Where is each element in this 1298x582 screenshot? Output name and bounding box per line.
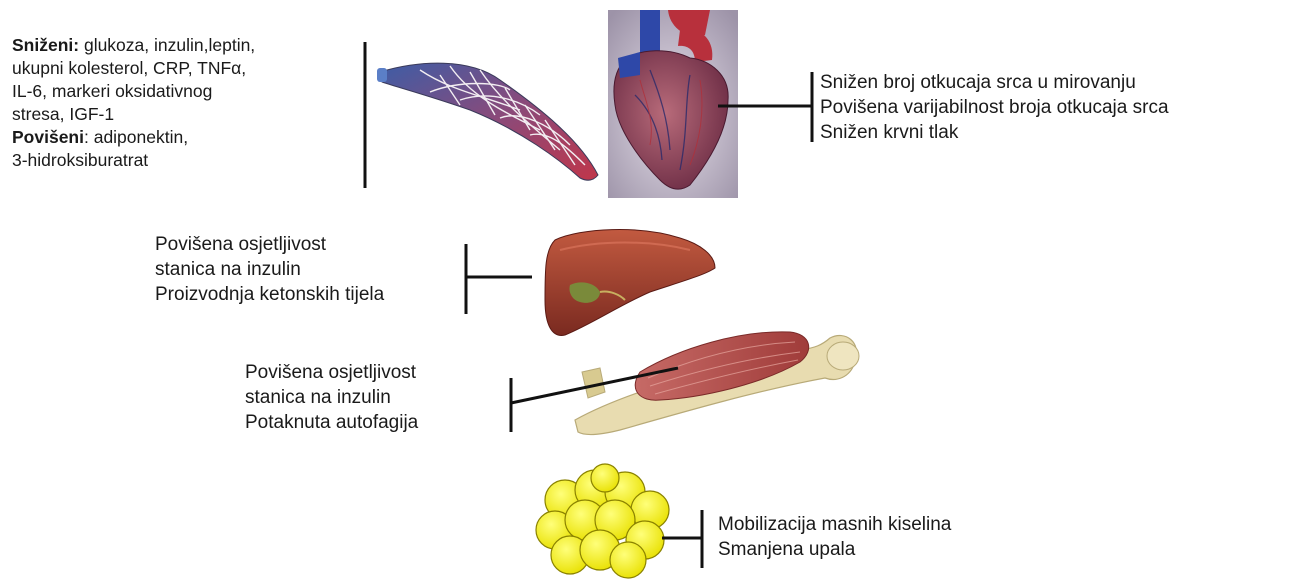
heart-effects-text: Snižen broj otkucaja srca u mirovanju Po… [820,70,1169,145]
heart-icon [608,10,738,198]
liver-effect-item: Povišena osjetljivost [155,232,384,257]
fat-effect-item: Smanjena upala [718,537,951,562]
liver-icon [545,230,715,336]
blood-vessel-network-icon [377,63,598,180]
decreased-label: Sniženi: [12,35,79,55]
muscle-effect-item: Potaknuta autofagija [245,410,418,435]
fat-effects-text: Mobilizacija masnih kiselina Smanjena up… [718,512,951,562]
increased-line-1: : adiponektin, [84,127,188,147]
muscle-effects-text: Povišena osjetljivost stanica na inzulin… [245,360,418,435]
fat-cells-icon [536,464,669,578]
decreased-line-1: glukoza, inzulin,leptin, [79,35,255,55]
decreased-line-3: IL-6, markeri oksidativnog [12,80,255,103]
heart-effect-item: Snižen broj otkucaja srca u mirovanju [820,70,1169,95]
decreased-line-4: stresa, IGF-1 [12,103,255,126]
muscle-bone-icon [575,332,859,435]
muscle-effect-item: Povišena osjetljivost [245,360,418,385]
decreased-line-2: ukupni kolesterol, CRP, TNFα, [12,57,255,80]
blood-markers-text: Sniženi: glukoza, inzulin,leptin, ukupni… [12,34,255,172]
liver-effects-text: Povišena osjetljivost stanica na inzulin… [155,232,384,307]
liver-effect-item: stanica na inzulin [155,257,384,282]
heart-effect-item: Snižen krvni tlak [820,120,1169,145]
liver-effect-item: Proizvodnja ketonskih tijela [155,282,384,307]
heart-effect-item: Povišena varijabilnost broja otkucaja sr… [820,95,1169,120]
increased-line-2: 3-hidroksiburatrat [12,149,255,172]
muscle-effect-item: stanica na inzulin [245,385,418,410]
increased-label: Povišeni [12,127,84,147]
fat-effect-item: Mobilizacija masnih kiselina [718,512,951,537]
